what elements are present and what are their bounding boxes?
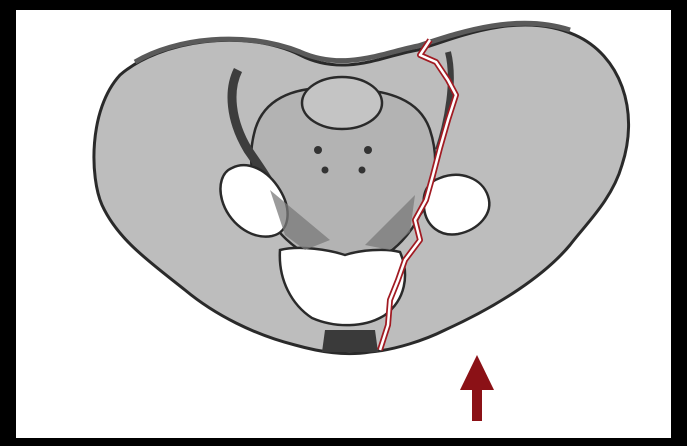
arrow-up-icon [460, 355, 494, 421]
sacral-foramen [364, 146, 372, 154]
sacral-foramen [359, 167, 366, 174]
pubic-symphysis [322, 330, 378, 352]
sacral-foramen [322, 167, 329, 174]
sacral-foramen [314, 146, 322, 154]
vertebral-body [302, 77, 382, 129]
